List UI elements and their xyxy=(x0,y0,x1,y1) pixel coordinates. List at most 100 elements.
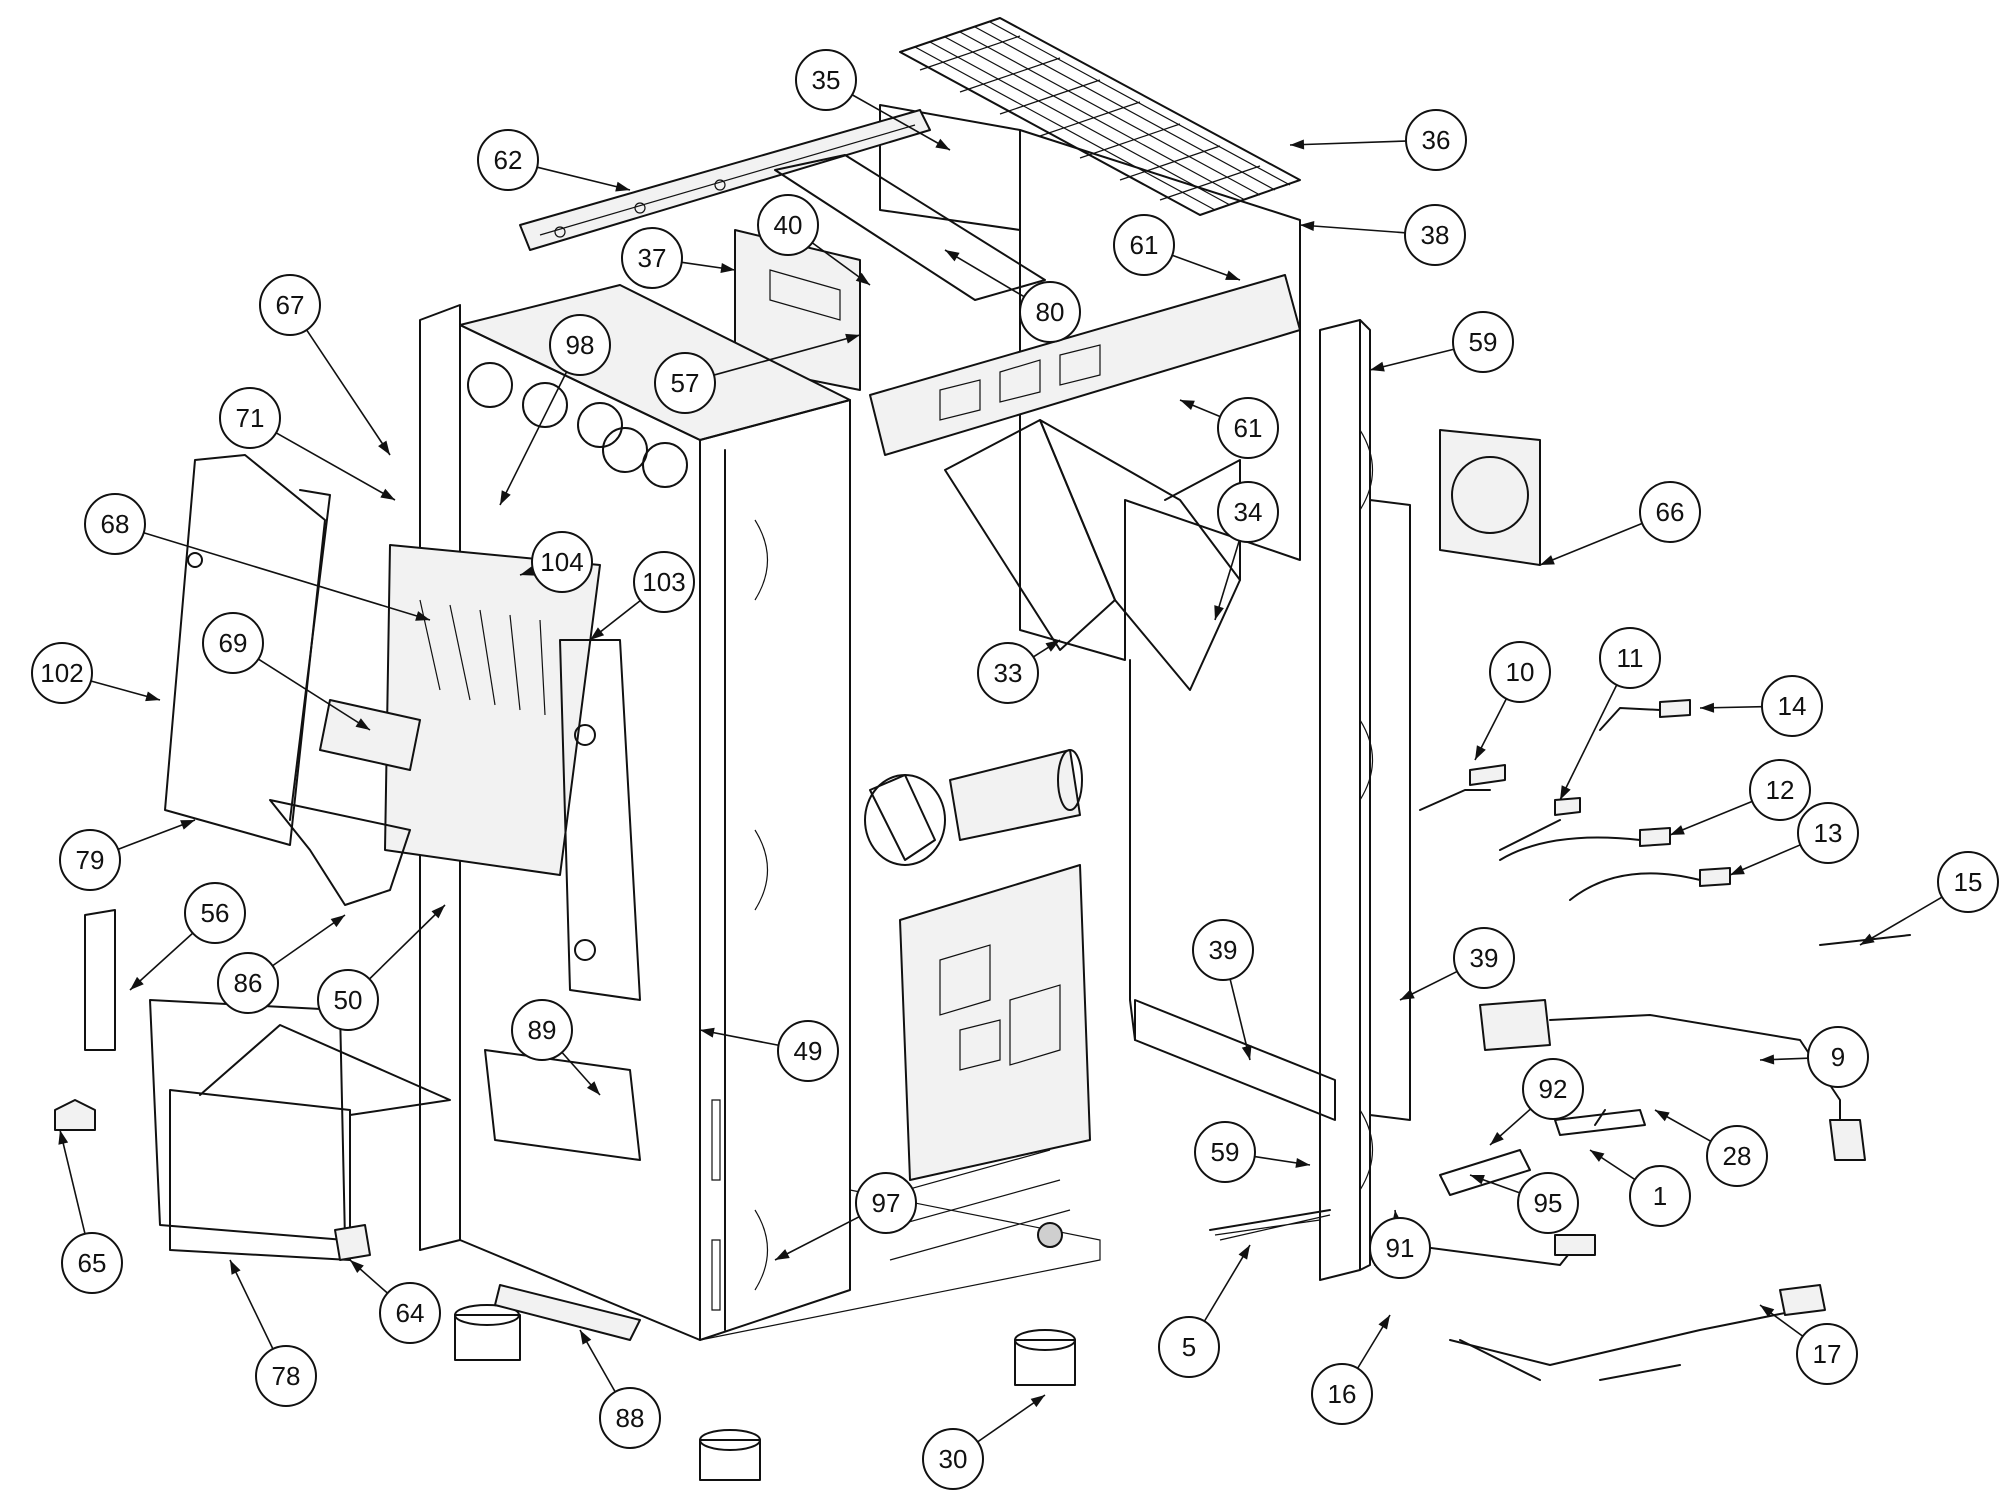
callout-95: 95 xyxy=(1469,1172,1579,1234)
leader-arrowhead xyxy=(58,1130,69,1145)
callout-number: 14 xyxy=(1778,691,1807,721)
callout-1: 1 xyxy=(1589,1149,1691,1227)
callout-number: 67 xyxy=(276,290,305,320)
callout-65: 65 xyxy=(58,1129,123,1294)
leader-line xyxy=(275,432,396,501)
callout-28: 28 xyxy=(1654,1109,1768,1187)
callout-number: 64 xyxy=(396,1298,425,1328)
leader-arrowhead xyxy=(1670,825,1685,835)
upper-plates xyxy=(734,154,1046,391)
leader-line xyxy=(229,1259,274,1350)
leader-arrowhead xyxy=(855,272,870,285)
leader-arrowhead xyxy=(580,1330,592,1345)
callout-number: 71 xyxy=(236,403,265,433)
callout-97: 97 xyxy=(774,1172,917,1261)
callout-number: 28 xyxy=(1723,1141,1752,1171)
callout-number: 89 xyxy=(528,1015,557,1045)
callout-50: 50 xyxy=(317,904,446,1031)
callout-circle xyxy=(477,129,539,191)
callout-number: 30 xyxy=(939,1444,968,1474)
callout-circle xyxy=(621,227,683,289)
callout-56: 56 xyxy=(129,882,246,991)
callout-circle xyxy=(1629,1165,1691,1227)
callout-61: 61 xyxy=(1179,397,1279,459)
callout-circle xyxy=(1217,397,1279,459)
leader-line xyxy=(851,94,951,151)
callout-circle xyxy=(1192,919,1254,981)
callout-5: 5 xyxy=(1158,1244,1251,1378)
callout-number: 36 xyxy=(1422,125,1451,155)
leader-arrowhead xyxy=(520,566,535,576)
callout-number: 65 xyxy=(78,1248,107,1278)
leader-arrowhead xyxy=(378,440,390,455)
callout-33: 33 xyxy=(977,639,1061,704)
callout-number: 11 xyxy=(1617,643,1644,673)
callout-circle xyxy=(977,642,1039,704)
callout-circle xyxy=(1639,481,1701,543)
callout-circle xyxy=(1019,281,1081,343)
leader-arrowhead xyxy=(1045,640,1060,652)
leader-line xyxy=(1559,684,1618,801)
callout-circle xyxy=(1749,759,1811,821)
leader-arrowhead xyxy=(1378,1315,1390,1330)
callout-circle xyxy=(31,642,93,704)
callout-number: 68 xyxy=(101,509,130,539)
leader-arrowhead xyxy=(1590,1150,1605,1162)
leader-arrowhead xyxy=(230,1260,241,1275)
leader-arrowhead xyxy=(1760,1305,1775,1318)
callout-circle xyxy=(1113,214,1175,276)
callout-number: 104 xyxy=(540,547,583,577)
fan-motor xyxy=(864,749,1083,866)
callout-circle xyxy=(1405,109,1467,171)
callout-circle xyxy=(1217,481,1279,543)
leader-line xyxy=(59,1129,86,1235)
leader-arrowhead xyxy=(130,976,144,990)
callout-circle xyxy=(219,387,281,449)
callout-number: 49 xyxy=(794,1036,823,1066)
leader-arrowhead xyxy=(845,333,860,344)
leader-arrowhead xyxy=(1860,933,1875,945)
callout-57: 57 xyxy=(654,333,861,414)
leader-arrowhead xyxy=(700,1027,715,1038)
callout-number: 15 xyxy=(1954,867,1983,897)
leader-arrowhead xyxy=(145,691,160,702)
callout-number: 35 xyxy=(812,65,841,95)
callout-88: 88 xyxy=(579,1329,661,1449)
leader-line xyxy=(536,166,631,191)
callout-number: 78 xyxy=(272,1361,301,1391)
callout-13: 13 xyxy=(1729,802,1859,876)
callout-circle xyxy=(1796,1323,1858,1385)
callout-number: 17 xyxy=(1813,1339,1842,1369)
callout-59: 59 xyxy=(1369,311,1514,373)
callout-36: 36 xyxy=(1289,109,1467,171)
callout-34: 34 xyxy=(1214,481,1279,621)
leader-arrowhead xyxy=(1295,1157,1310,1168)
callout-67: 67 xyxy=(259,274,391,456)
callout-15: 15 xyxy=(1859,851,1999,946)
callout-number: 86 xyxy=(234,968,263,998)
callout-number: 92 xyxy=(1539,1074,1568,1104)
leader-arrowhead xyxy=(1370,361,1385,372)
leader-line xyxy=(1369,348,1455,371)
callout-89: 89 xyxy=(511,999,601,1096)
side-panels xyxy=(1129,319,1541,1281)
leader-line xyxy=(129,932,194,991)
callout-circle xyxy=(259,274,321,336)
callout-number: 102 xyxy=(40,658,83,688)
callout-number: 62 xyxy=(494,145,523,175)
callout-number: 40 xyxy=(774,210,803,240)
callout-86: 86 xyxy=(217,914,346,1014)
callout-number: 5 xyxy=(1182,1332,1196,1362)
leader-arrowhead xyxy=(1238,1245,1250,1260)
callout-number: 80 xyxy=(1036,297,1065,327)
leader-arrowhead xyxy=(1300,221,1315,232)
leader-line xyxy=(305,329,391,456)
callout-62: 62 xyxy=(477,129,631,192)
top-grille xyxy=(899,17,1301,216)
leader-arrowhead xyxy=(1540,555,1555,565)
leader-arrowhead xyxy=(1655,1110,1670,1122)
callout-circle xyxy=(922,1428,984,1490)
callout-circle xyxy=(1489,641,1551,703)
callout-9: 9 xyxy=(1759,1026,1869,1088)
leader-arrowhead xyxy=(1290,139,1305,150)
